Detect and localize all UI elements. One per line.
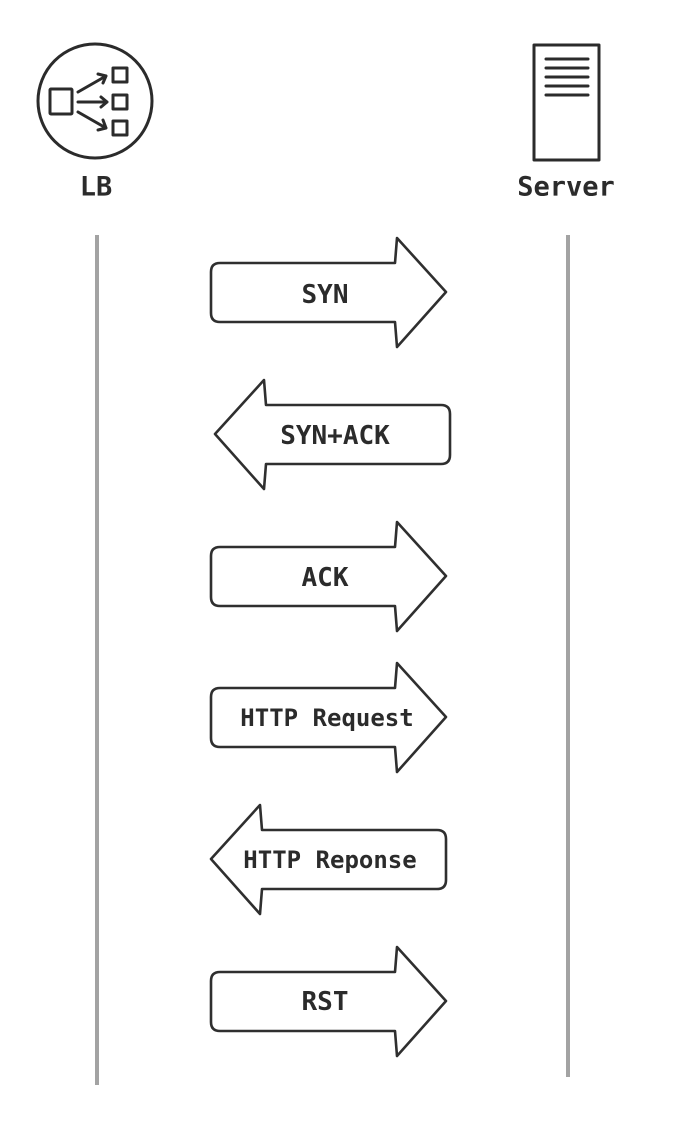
message-arrow-http-response: HTTP Reponse	[209, 803, 448, 916]
message-label-http-response: HTTP Reponse	[243, 846, 416, 874]
server-icon	[532, 43, 601, 162]
message-arrow-rst: RST	[209, 945, 448, 1058]
message-arrow-ack: ACK	[209, 520, 448, 633]
lb-label: LB	[80, 172, 113, 203]
message-arrow-syn-ack: SYN+ACK	[213, 378, 452, 491]
message-label-http-request: HTTP Request	[240, 704, 413, 732]
message-label-syn: SYN	[302, 280, 349, 310]
message-arrow-syn: SYN	[209, 236, 448, 349]
load-balancer-icon	[36, 42, 154, 160]
message-label-ack: ACK	[302, 563, 349, 593]
server-label: Server	[517, 172, 615, 203]
message-label-rst: RST	[302, 987, 349, 1017]
message-arrow-http-request: HTTP Request	[209, 661, 448, 774]
message-label-syn-ack: SYN+ACK	[280, 421, 390, 451]
